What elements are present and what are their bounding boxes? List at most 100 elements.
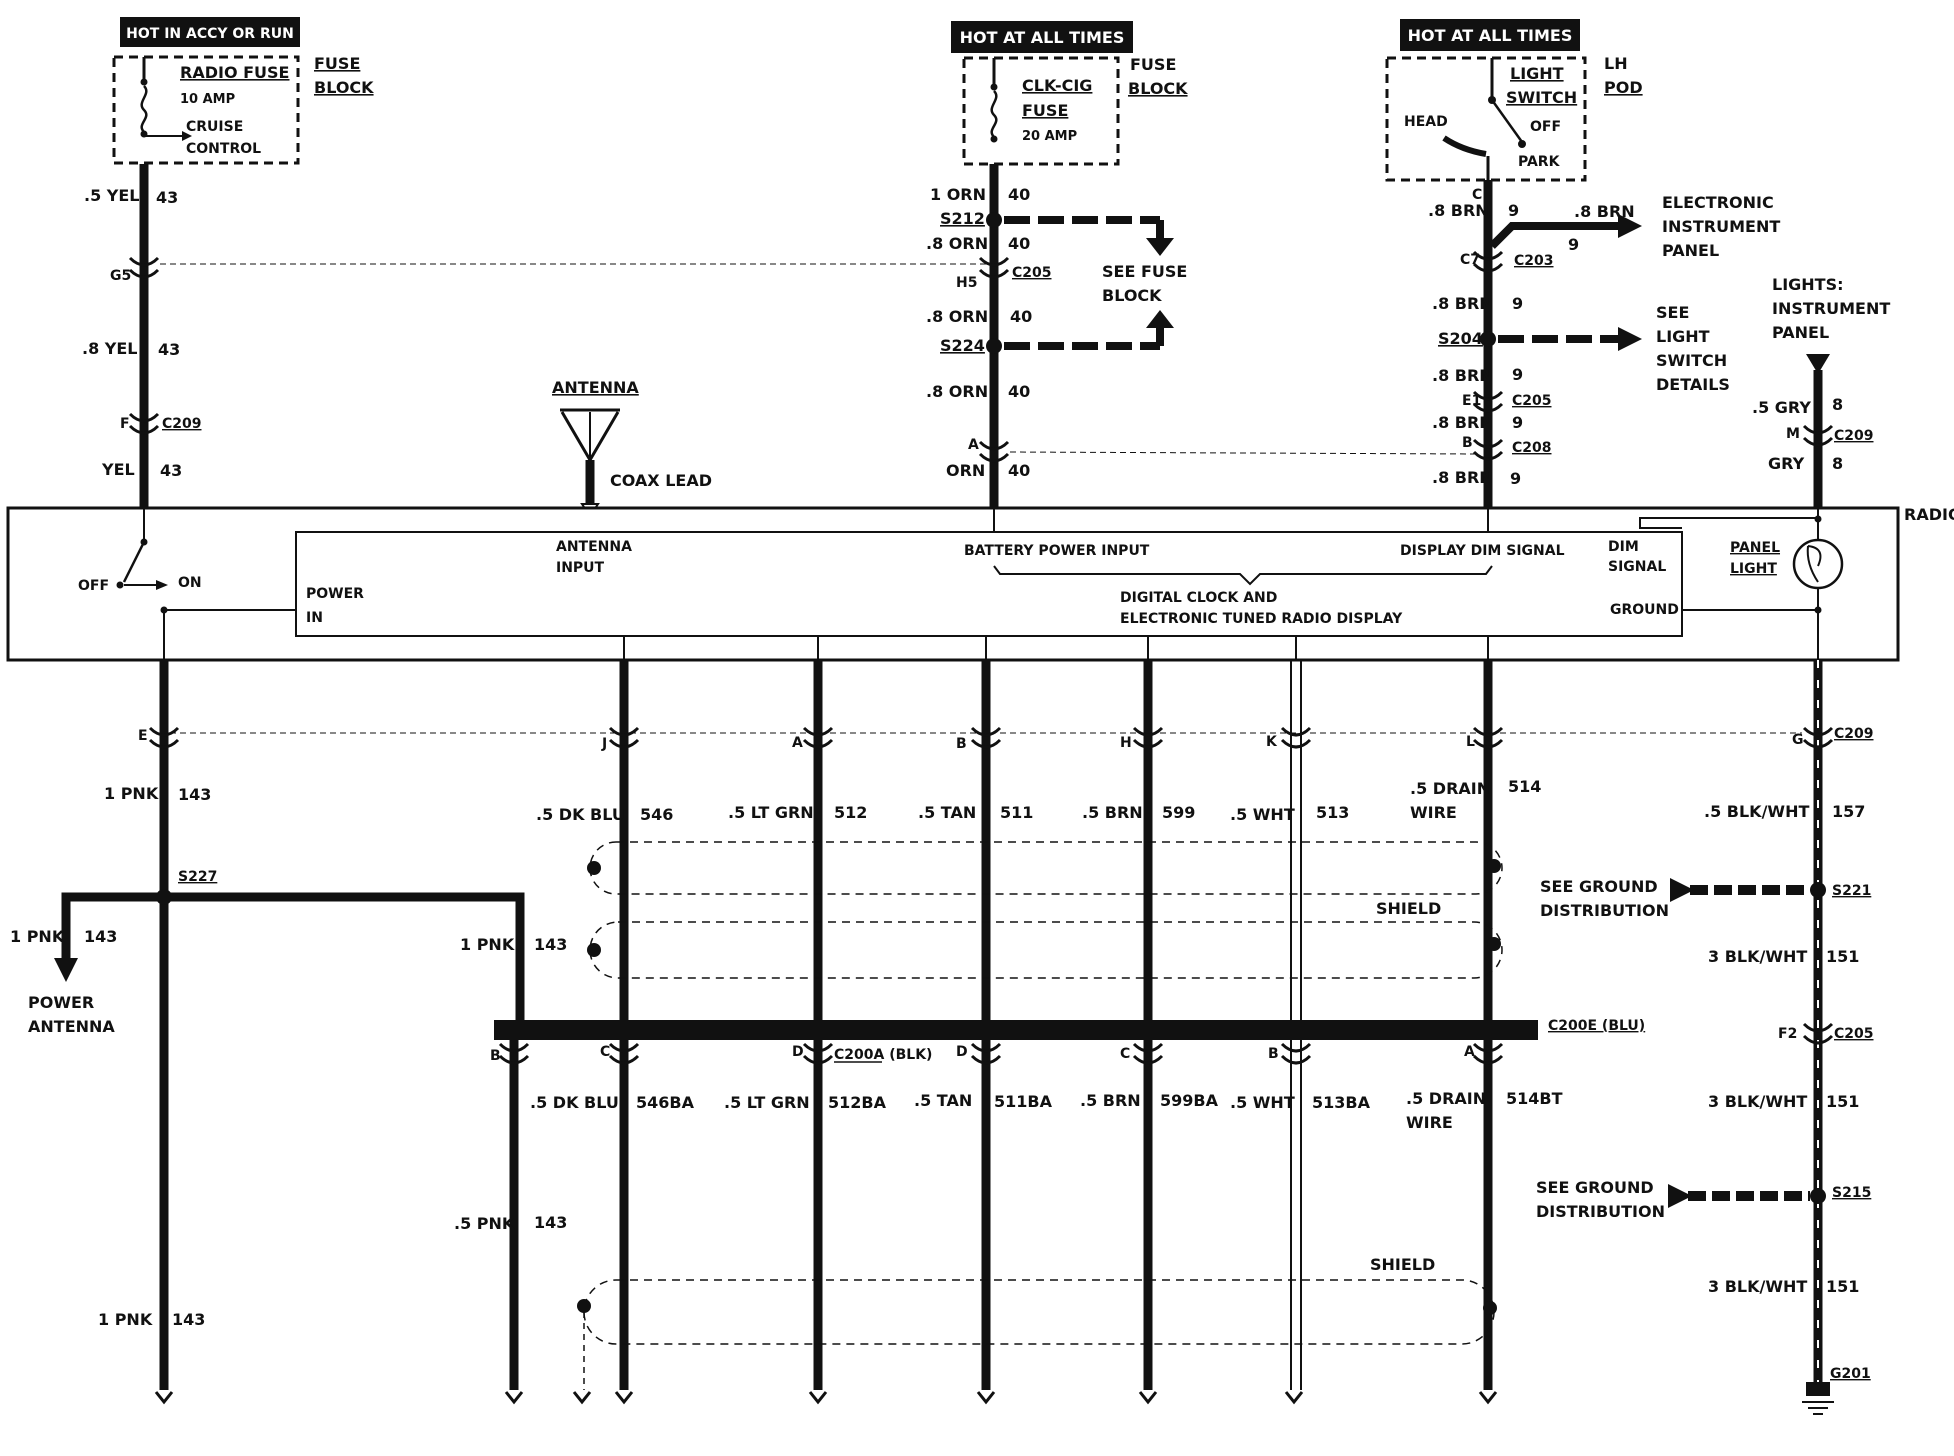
connector-g5 [128, 256, 160, 279]
svg-text:3 BLK/WHT: 3 BLK/WHT [1708, 1092, 1807, 1111]
svg-text:43: 43 [158, 340, 180, 359]
wire-43-upper: .5 YEL 43 G5 .8 YEL 43 F C209 YEL 43 [82, 164, 202, 508]
svg-text:B: B [956, 736, 967, 752]
svg-text:151: 151 [1826, 947, 1859, 966]
svg-text:143: 143 [534, 935, 567, 954]
svg-text:143: 143 [84, 927, 117, 946]
svg-text:INSTRUMENT: INSTRUMENT [1662, 217, 1780, 236]
svg-text:SEE GROUND: SEE GROUND [1536, 1178, 1654, 1197]
svg-text:599BA: 599BA [1160, 1091, 1219, 1110]
svg-text:SEE: SEE [1656, 303, 1689, 322]
svg-text:DISTRIBUTION: DISTRIBUTION [1536, 1202, 1665, 1221]
hot-accy-label: HOT IN ACCY OR RUN [126, 26, 294, 42]
svg-text:.5 TAN: .5 TAN [914, 1091, 972, 1110]
svg-text:POWER: POWER [306, 586, 364, 602]
svg-text:.8 ORN: .8 ORN [926, 307, 988, 326]
svg-text:8: 8 [1832, 454, 1843, 473]
source-mid: HOT AT ALL TIMES CLK-CIG FUSE 20 AMP FUS… [951, 21, 1188, 166]
svg-text:INPUT: INPUT [556, 560, 605, 576]
svg-text:S227: S227 [178, 869, 217, 885]
svg-text:A: A [1464, 1044, 1475, 1060]
svg-text:.8 BRN: .8 BRN [1432, 366, 1493, 385]
radio-outline [6, 506, 1900, 662]
svg-text:1 PNK: 1 PNK [10, 927, 65, 946]
svg-text:ANTENNA: ANTENNA [556, 539, 632, 555]
svg-text:ELECTRONIC: ELECTRONIC [1662, 193, 1774, 212]
svg-text:ELECTRONIC TUNED RADIO DISPLAY: ELECTRONIC TUNED RADIO DISPLAY [1120, 611, 1403, 627]
svg-text:.5 DK BLU: .5 DK BLU [530, 1093, 619, 1112]
svg-text:K: K [1266, 734, 1278, 750]
svg-text:9: 9 [1512, 413, 1523, 432]
svg-text:DETAILS: DETAILS [1656, 375, 1730, 394]
svg-text:514BT: 514BT [1506, 1089, 1563, 1108]
svg-text:SIGNAL: SIGNAL [1608, 559, 1666, 575]
power-antenna-branch [61, 892, 525, 1024]
svg-text:H5: H5 [956, 275, 977, 291]
fuse-symbol [140, 85, 148, 133]
svg-text:.5 DRAIN: .5 DRAIN [1410, 779, 1490, 798]
radio-fuse-rating: 10 AMP [180, 92, 235, 107]
svg-text:157: 157 [1832, 802, 1865, 821]
svg-text:PANEL: PANEL [1662, 241, 1719, 260]
svg-text:D: D [792, 1044, 804, 1060]
off-label: OFF [1530, 119, 1561, 135]
svg-text:BLOCK: BLOCK [1102, 286, 1162, 305]
svg-text:9: 9 [1512, 365, 1523, 384]
connector-c208-b [1472, 438, 1504, 461]
svg-text:GROUND: GROUND [1610, 602, 1679, 618]
clk-cig-rating: 20 AMP [1022, 129, 1077, 144]
svg-text:.5 WHT: .5 WHT [1230, 805, 1295, 824]
connector-c203 [1472, 250, 1504, 273]
svg-text:C: C [1120, 1046, 1130, 1062]
svg-text:151: 151 [1826, 1092, 1859, 1111]
svg-text:C203: C203 [1514, 253, 1554, 269]
svg-text:43: 43 [156, 188, 178, 207]
svg-text:43: 43 [160, 461, 182, 480]
svg-text:C209: C209 [162, 416, 202, 432]
lower-harness: E J A B H K L G C209 1 PNK 143 .5 DK BLU… [10, 660, 1874, 1415]
svg-text:513BA: 513BA [1312, 1093, 1371, 1112]
power-switch-blade [122, 541, 146, 583]
connector-c205-h5 [978, 256, 1010, 279]
svg-text:ANTENNA: ANTENNA [28, 1017, 115, 1036]
c209-row: E J A B H K L G C209 [138, 726, 1874, 752]
radio-fuse-box [112, 55, 300, 165]
svg-text:C: C [1472, 187, 1482, 203]
svg-text:C: C [600, 1044, 610, 1060]
head-contact [1442, 135, 1487, 157]
svg-text:IN: IN [306, 610, 323, 626]
a-b-link [1009, 451, 1477, 455]
radio-unit: RADIO OFF ON POWER IN ANTENNA INPUT BATT… [6, 505, 1954, 662]
lh-pod-label-2: POD [1604, 78, 1643, 97]
svg-text:546BA: 546BA [636, 1093, 695, 1112]
svg-text:599: 599 [1162, 803, 1195, 822]
svg-text:1 PNK: 1 PNK [104, 784, 159, 803]
svg-text:143: 143 [178, 785, 211, 804]
svg-text:40: 40 [1008, 234, 1030, 253]
svg-text:G5: G5 [110, 268, 131, 284]
splice-s212 [986, 212, 1002, 228]
svg-text:546: 546 [640, 805, 673, 824]
fuse-block-mid-1: FUSE [1130, 55, 1176, 74]
clk-cig-name-1: CLK-CIG [1022, 76, 1092, 95]
svg-text:C200E (BLU): C200E (BLU) [1548, 1018, 1645, 1034]
svg-text:BATTERY POWER INPUT: BATTERY POWER INPUT [964, 543, 1150, 559]
svg-text:LIGHT: LIGHT [1656, 327, 1710, 346]
clk-cig-fuse-box [962, 56, 1120, 166]
svg-text:DIGITAL CLOCK AND: DIGITAL CLOCK AND [1120, 590, 1277, 606]
display-bracket [993, 565, 1493, 586]
fuse-symbol [990, 90, 998, 138]
connector-a [978, 440, 1010, 463]
svg-text:512BA: 512BA [828, 1093, 887, 1112]
svg-text:513: 513 [1316, 803, 1349, 822]
svg-text:9: 9 [1512, 294, 1523, 313]
light-switch-blade [1490, 99, 1524, 143]
svg-text:.5 BLK/WHT: .5 BLK/WHT [1704, 802, 1809, 821]
svg-text:C7: C7 [1460, 252, 1480, 268]
svg-text:C208: C208 [1512, 440, 1552, 456]
svg-text:.8 BRN: .8 BRN [1432, 468, 1493, 487]
svg-text:.8 YEL: .8 YEL [82, 339, 138, 358]
svg-text:.8 BRN: .8 BRN [1428, 201, 1489, 220]
svg-text:WIRE: WIRE [1406, 1113, 1453, 1132]
